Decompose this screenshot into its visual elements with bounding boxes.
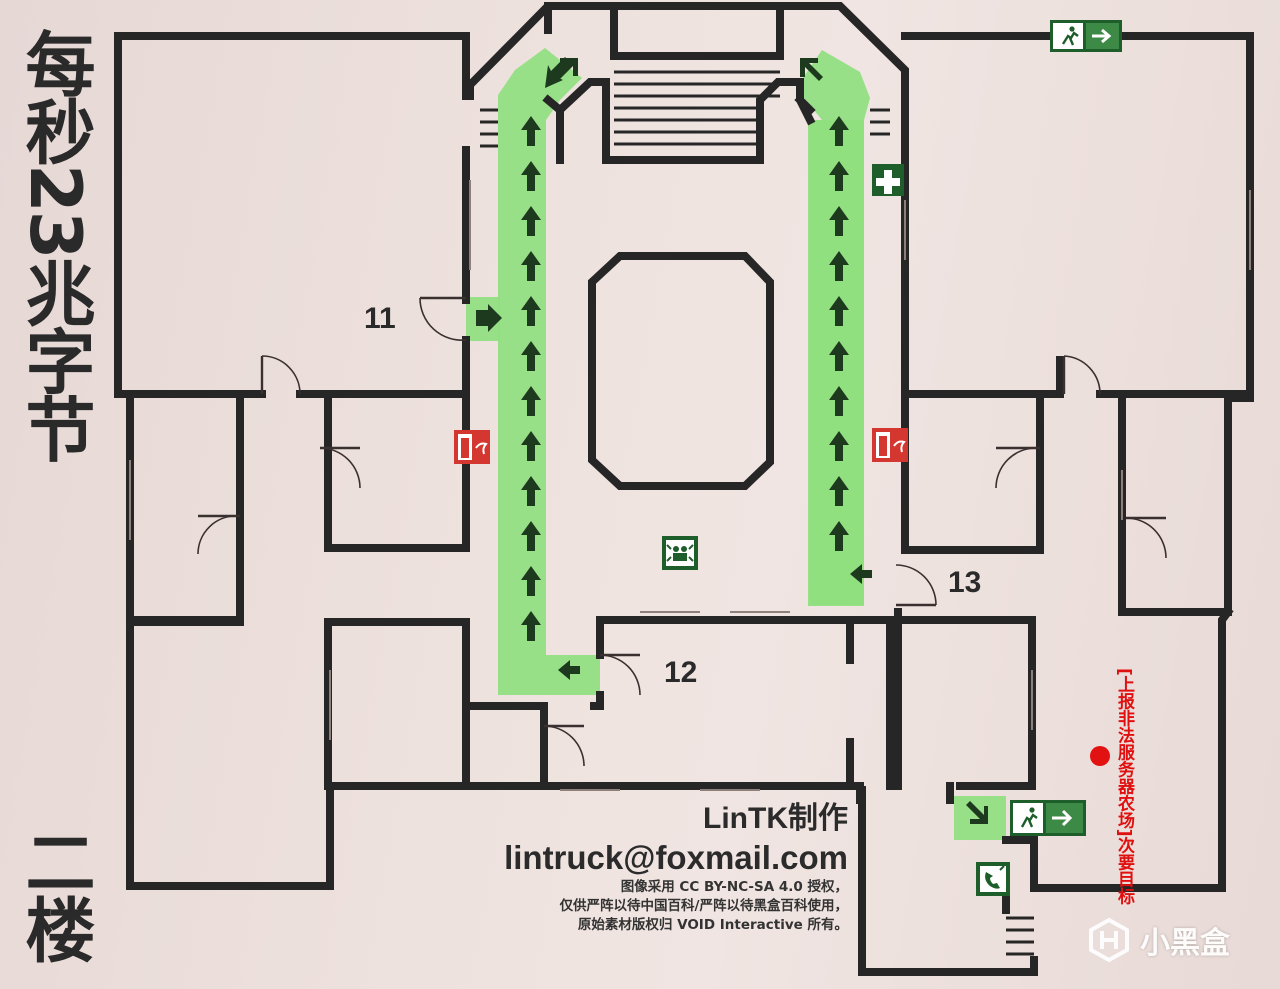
objective-label: [上报非法服务器农场]次要目标 xyxy=(1114,668,1134,905)
credit-email: lintruck@foxmail.com xyxy=(504,839,848,876)
room-number-11: 11 xyxy=(364,302,396,335)
stair-treads xyxy=(480,70,1034,956)
objective-marker xyxy=(1090,746,1110,766)
license-line: 原始素材版权归 VOID Interactive 所有。 xyxy=(577,917,848,933)
fire-extinguisher-icon xyxy=(454,430,490,464)
floor-label: 二楼 xyxy=(14,826,96,962)
window-marks xyxy=(129,180,1251,791)
first-aid-icon xyxy=(872,164,904,196)
emergency-phone-icon xyxy=(976,862,1010,896)
license-line: 仅供严阵以待中国百科/严阵以待黑盒百科使用， xyxy=(559,898,848,914)
watermark-logo-icon xyxy=(1089,917,1129,963)
credit-author: LinTK制作 xyxy=(703,802,848,835)
fire-extinguisher-icon xyxy=(872,428,908,462)
watermark-text: 小黑盒 xyxy=(1140,926,1230,961)
doors xyxy=(197,296,1167,767)
route-arrows xyxy=(476,57,988,824)
exit-sign-icon xyxy=(1050,20,1122,52)
room-number-13: 13 xyxy=(948,566,982,599)
map-title: 每秒23兆字节 xyxy=(14,28,96,462)
license-line: 图像采用 CC BY-NC-SA 4.0 授权， xyxy=(620,879,848,895)
watermark: 小黑盒 xyxy=(1086,915,1230,965)
credit-block: LinTK制作 lintruck@foxmail.com 图像采用 CC BY-… xyxy=(448,800,848,935)
assembly-point-icon xyxy=(662,536,698,570)
room-number-12: 12 xyxy=(664,656,698,689)
exit-sign-icon xyxy=(1010,800,1086,836)
